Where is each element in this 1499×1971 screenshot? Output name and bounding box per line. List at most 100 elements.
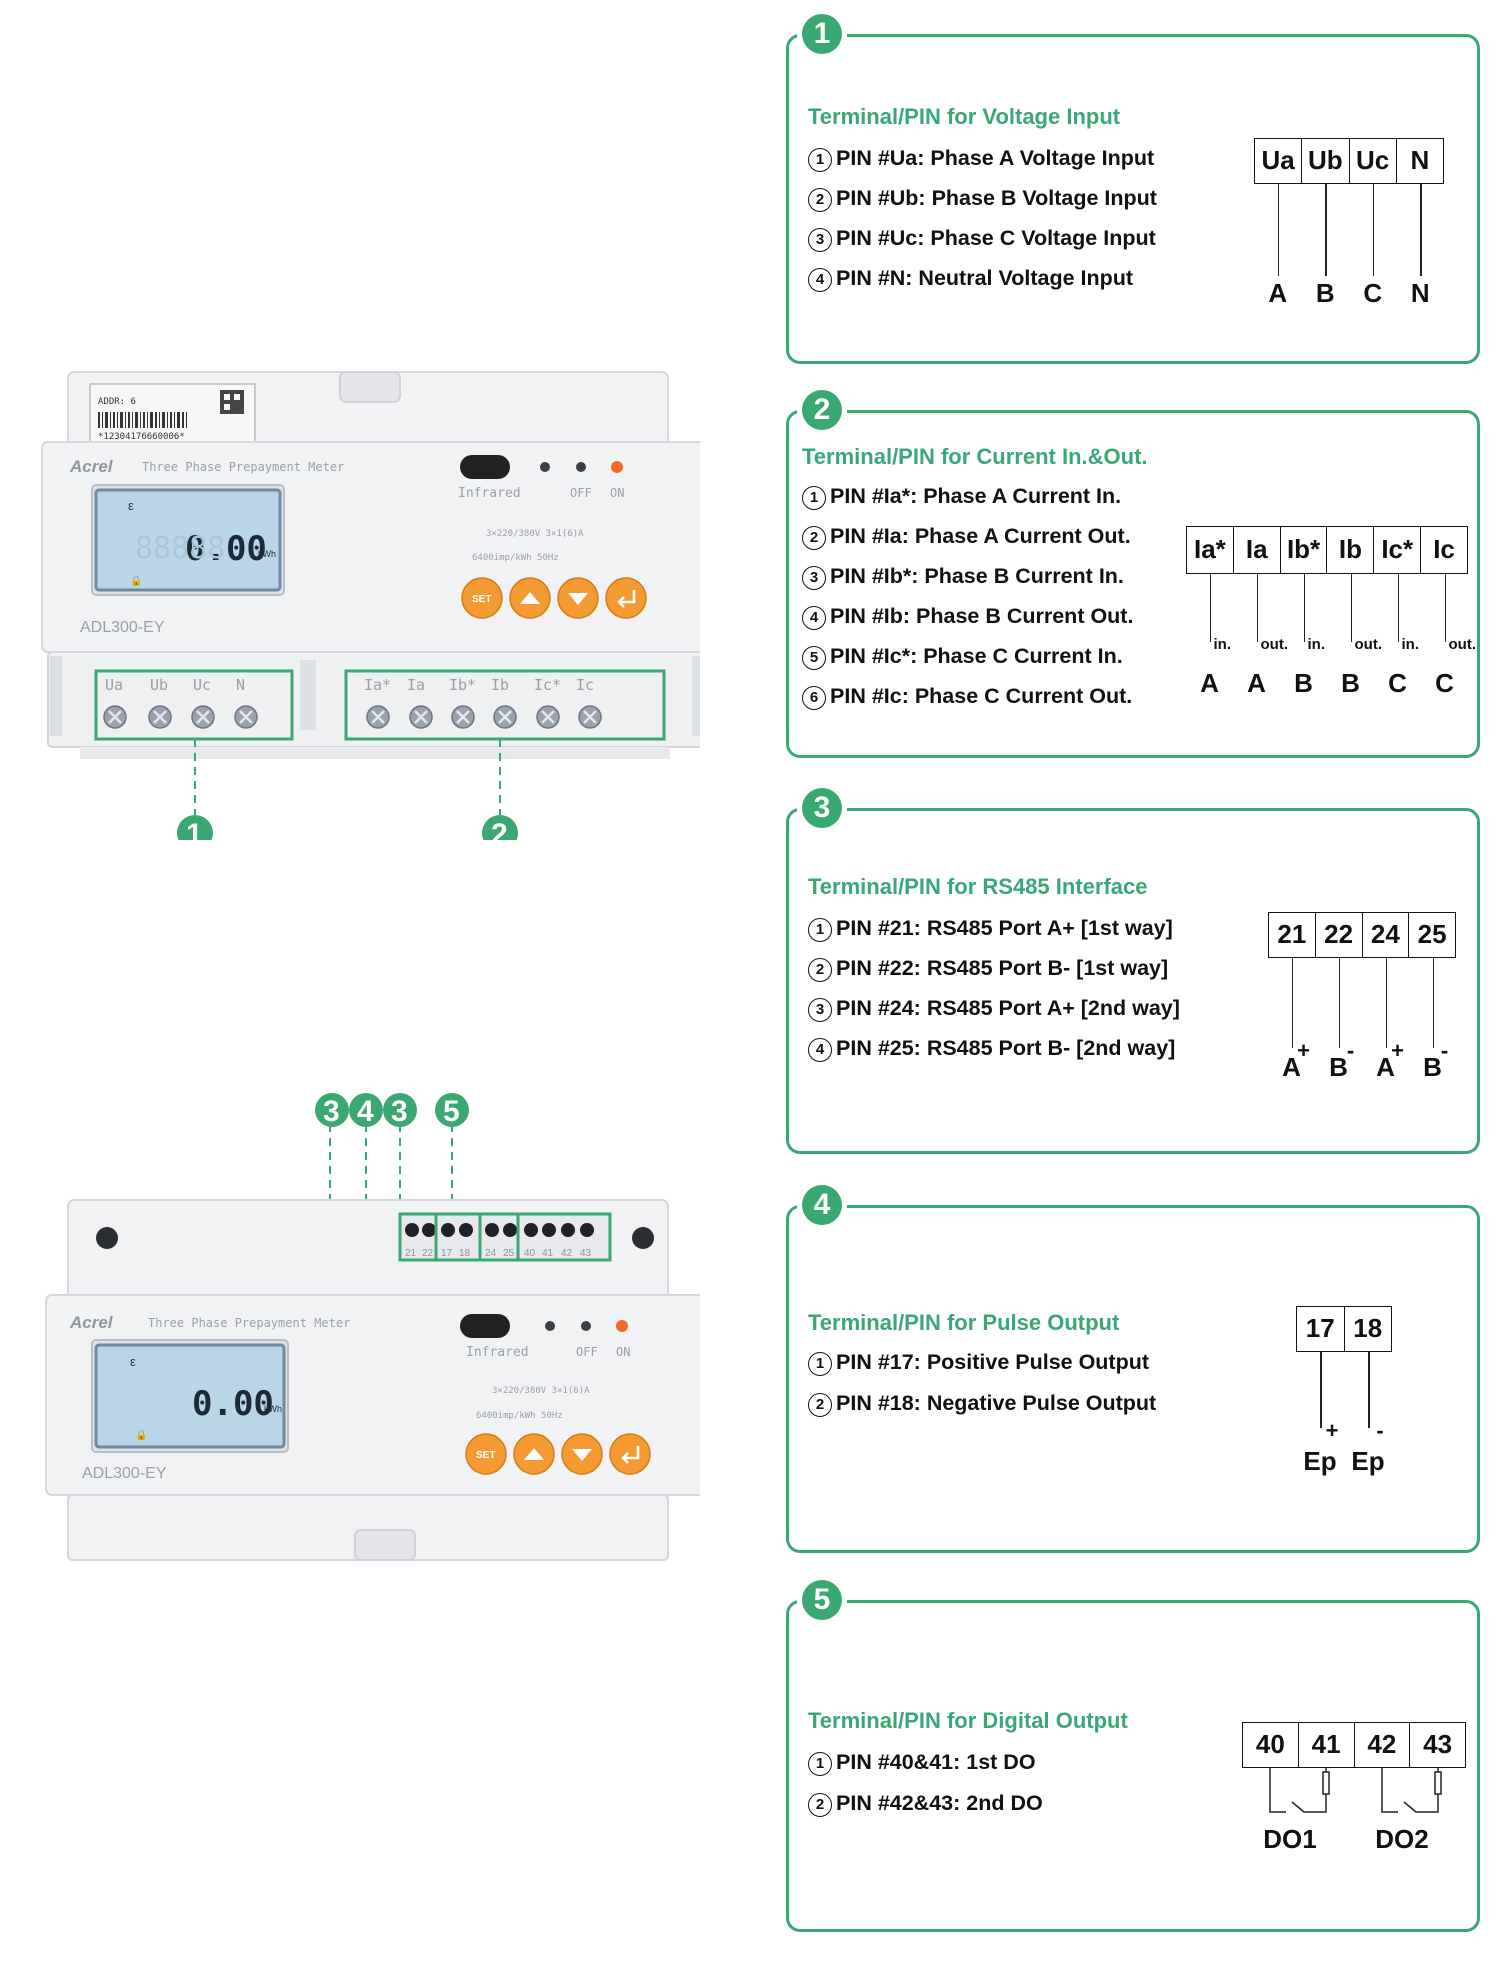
marker-3 (383, 1093, 417, 1127)
wire (1338, 958, 1340, 1048)
wire (1320, 1352, 1322, 1428)
phase-label: Ep (1351, 1446, 1385, 1476)
item-number-circle: 4 (802, 606, 826, 630)
phase-label: C (1435, 668, 1454, 698)
current-terminal-box (344, 669, 666, 741)
panel-title: Terminal/PIN for Voltage Input (808, 104, 1121, 129)
phase-label: A (1376, 1052, 1395, 1082)
pin-number-40: 40 (524, 1248, 536, 1259)
do-label: DO1 (1263, 1824, 1317, 1854)
panel-title: Terminal/PIN for Current In.&Out. (802, 444, 1148, 469)
marker-4 (349, 1093, 383, 1127)
panel-badge: 2 (802, 390, 842, 430)
item-text: PIN #18: Negative Pulse Output (836, 1391, 1157, 1415)
svg-text:ε: ε (130, 1354, 136, 1369)
item-number-circle: 5 (802, 646, 826, 670)
infrared-label: Infrared (458, 486, 521, 501)
pin-cell: 40 (1243, 1723, 1299, 1767)
model-title: Three Phase Prepayment Meter (148, 1316, 350, 1330)
pin-number-41: 41 (542, 1248, 554, 1259)
item-number-circle: 2 (808, 1793, 832, 1817)
terminal-label-ia: Ia (407, 676, 425, 694)
set-button[interactable] (465, 1433, 507, 1475)
barcode (98, 412, 187, 428)
item-text: PIN #Ib: Phase B Current Out. (830, 604, 1134, 628)
item-text: PIN #Ia: Phase A Current Out. (830, 524, 1131, 548)
brand-logo: Acrel (69, 1313, 114, 1332)
panel-3 (786, 808, 1480, 1154)
led-on (611, 461, 623, 473)
panel-4 (786, 1205, 1480, 1553)
phase-label: B (1329, 1052, 1348, 1082)
wire (1303, 574, 1305, 642)
item-text: PIN #21: RS485 Port A+ [1st way] (836, 916, 1173, 940)
spec-line-2: 6400imp/kWh 50Hz (476, 1411, 563, 1421)
lcd-unit: kWh (258, 549, 276, 559)
do-label: DO2 (1375, 1824, 1429, 1854)
panel-1 (786, 34, 1480, 364)
item-number-circle: 3 (802, 566, 826, 590)
pin-cell: 24 (1363, 913, 1410, 957)
marker-5 (435, 1093, 469, 1127)
polarity-sign: + (1325, 1418, 1339, 1443)
svg-text:1: 1 (186, 818, 203, 840)
marker-2 (482, 815, 518, 840)
item-text: PIN #Ic*: Phase C Current In. (830, 644, 1123, 668)
phase-label: N (1410, 278, 1430, 308)
pin-hole-24 (485, 1223, 499, 1237)
phase-label: B (1315, 278, 1335, 308)
infrared-port (460, 455, 510, 479)
item-text: PIN #Ic: Phase C Current Out. (830, 684, 1133, 708)
meter-front-view: ADDR: 6 *12304176660006* Acrel Three Pha… (41, 371, 700, 840)
pin-direction-label: out. (1260, 636, 1289, 653)
terminal-label-ic-star: Ic* (534, 676, 561, 694)
set-button[interactable] (461, 577, 503, 619)
wire (1350, 574, 1352, 642)
item-number-circle: 2 (808, 958, 832, 982)
phase-label: B (1423, 1052, 1442, 1082)
polarity-sign: - (1346, 1038, 1355, 1063)
pin-number-21: 21 (405, 1248, 417, 1259)
wire (1209, 574, 1211, 642)
led-1 (540, 462, 550, 472)
panel-badge: 5 (802, 1580, 842, 1620)
lcd-display (94, 488, 282, 592)
svg-text:3: 3 (391, 1095, 408, 1128)
item-text: PIN #22: RS485 Port B- [1st way] (836, 956, 1169, 980)
pin-cell: Ic (1433, 534, 1455, 564)
item-number-circle: 1 (808, 1752, 832, 1776)
pin-cell: 41 (1299, 1723, 1355, 1767)
svg-text:4: 4 (357, 1095, 374, 1128)
item-number-circle: 4 (808, 1038, 832, 1062)
spec-line-1: 3×220/380V 3×1(6)A (486, 529, 584, 539)
set-button-label: SET (472, 594, 491, 605)
svg-text:88888: 88888 (135, 531, 225, 566)
wire (1420, 184, 1422, 276)
svg-text:🔒: 🔒 (130, 575, 142, 587)
pin-direction-label: out. (1354, 636, 1383, 653)
pin-cell: 25 (1417, 919, 1447, 949)
marker-1 (177, 815, 213, 840)
pin-number-43: 43 (580, 1248, 592, 1259)
off-label: OFF (570, 486, 592, 500)
pin-number-25: 25 (503, 1248, 515, 1259)
enter-button[interactable] (609, 1433, 651, 1475)
pin-cell: Uc (1350, 139, 1397, 183)
pin-hole-43 (580, 1223, 594, 1237)
item-number-circle: 3 (808, 998, 832, 1022)
svg-text:3: 3 (323, 1095, 340, 1128)
do-box (516, 1212, 612, 1262)
panel-5 (786, 1600, 1480, 1932)
wire (1368, 1352, 1370, 1428)
wire (1256, 574, 1258, 642)
phase-label: A (1247, 668, 1266, 698)
relay-contacts-diagram (1269, 1768, 1442, 1813)
model-label: ADL300-EY (80, 619, 165, 636)
enter-button[interactable] (605, 577, 647, 619)
